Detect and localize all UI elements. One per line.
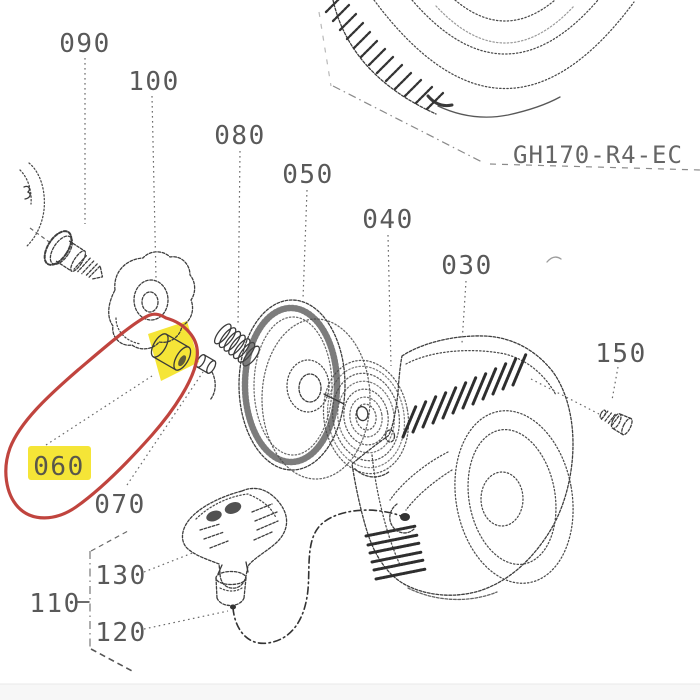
starter-handle-130-drawing (181, 487, 288, 607)
case-vent-slots-lower (364, 524, 428, 581)
stray-mark (546, 256, 562, 263)
rope-knot-handle (230, 604, 236, 610)
highlight-marker-label-060 (28, 446, 91, 480)
part-labels: 090 100 080 050 040 030 150 060 070 130 … (29, 29, 683, 648)
bushing-060-drawing (150, 333, 192, 371)
part-label-120: 120 (95, 618, 146, 648)
part-label-150: 150 (595, 339, 646, 369)
part-label-130: 130 (95, 561, 146, 591)
rope-knot-case (400, 513, 410, 521)
callout-line-drawing-code (332, 85, 483, 163)
cover-fragment-drawing (19, 162, 53, 247)
handle-logo-mark (206, 510, 222, 522)
highlight-marker-part-060 (148, 321, 199, 381)
part-label-050: 050 (282, 160, 333, 190)
part-label-090: 090 (59, 29, 110, 59)
bolt-150-drawing (599, 409, 633, 436)
bracket-110-lower-arm (90, 648, 135, 673)
bracket-110-upper-arm (90, 530, 129, 552)
part-label-070: 070 (94, 490, 145, 520)
leader-040 (387, 234, 392, 367)
leader-080 (237, 150, 241, 327)
annotation-circle-060 (4, 312, 199, 520)
leader-050 (302, 189, 308, 300)
starter-case-030-drawing (351, 335, 574, 601)
drum-hatch-band (324, 0, 445, 111)
handle-logo-mark (224, 502, 242, 514)
part-label-040: 040 (362, 205, 413, 235)
leader-100 (151, 95, 157, 279)
drum-fragment-drawing (318, 0, 635, 118)
rope-guide (389, 503, 415, 534)
starter-rope-120-drawing (230, 509, 402, 645)
part-label-110: 110 (29, 589, 80, 619)
page-edge (0, 683, 700, 700)
case-vent-slots-upper (401, 352, 528, 439)
leader-130 (143, 551, 196, 573)
leader-120 (143, 610, 229, 630)
leader-060 (45, 375, 153, 446)
leader-070 (126, 371, 204, 486)
part-label-030: 030 (441, 251, 492, 281)
part-label-100: 100 (128, 67, 179, 97)
part-label-060: 060 (33, 452, 84, 482)
leader-150 (611, 366, 619, 401)
bolt-090-drawing (43, 230, 104, 280)
friction-spring-080-drawing (213, 323, 261, 367)
ratchet-plate-100-drawing (108, 251, 196, 350)
spiral-spring-040-drawing (322, 359, 410, 478)
leader-lines (45, 58, 619, 673)
part-label-080: 080 (214, 121, 265, 151)
leader-030 (461, 280, 467, 344)
drawing-code: GH170-R4-EC (513, 141, 683, 169)
rope-pulley-050-drawing (238, 299, 371, 480)
